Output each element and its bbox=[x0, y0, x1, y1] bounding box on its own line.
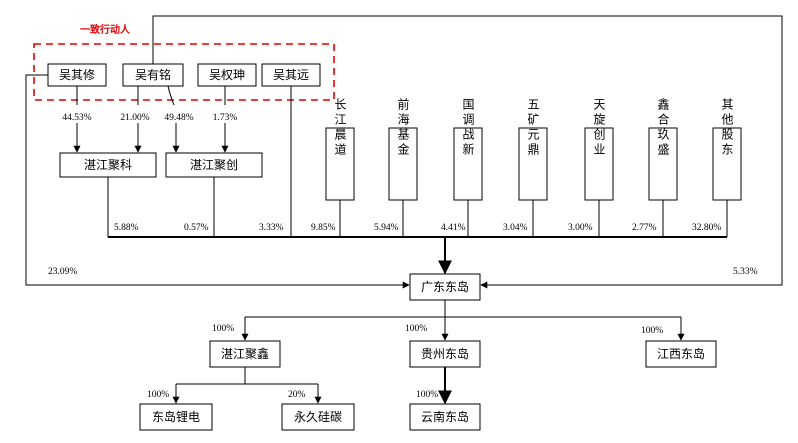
pct-label: 23.09% bbox=[48, 267, 77, 277]
company-dongdao-lidian: 东岛锂电 bbox=[139, 403, 213, 431]
subsidiary-label: 湛江聚鑫 bbox=[221, 346, 269, 361]
pct-label: 1.73% bbox=[213, 113, 238, 123]
shareholder-label: 长江晨道 bbox=[333, 98, 347, 158]
shareholder-wukuang-yuanding: 五矿元鼎 bbox=[518, 98, 548, 201]
company-zhanjiang-juxin: 湛江聚鑫 bbox=[209, 340, 281, 368]
person-wu-quanshen: 吴权珅 bbox=[197, 63, 257, 87]
pct-label: 44.53% bbox=[62, 113, 91, 123]
subsidiary-label: 江西东岛 bbox=[657, 346, 705, 361]
company-label: 湛江聚科 bbox=[84, 158, 132, 172]
company-jiangxi-dongdao: 江西东岛 bbox=[645, 340, 717, 368]
pct-label: 3.00% bbox=[568, 223, 593, 233]
concert-party-label: 一致行动人 bbox=[80, 23, 131, 36]
shareholder-label: 国调战新 bbox=[461, 98, 475, 158]
shareholder-label: 鑫合玖盛 bbox=[656, 97, 670, 158]
pct-label: 9.85% bbox=[311, 223, 336, 233]
shareholder-xinhe-jiusheng: 鑫合玖盛 bbox=[648, 97, 678, 201]
company-guizhou-dongdao: 贵州东岛 bbox=[409, 340, 481, 368]
shareholder-qianhai-fund: 前海基金 bbox=[388, 97, 418, 201]
person-wu-youming: 吴有铭 bbox=[122, 63, 184, 87]
pct-label: 100% bbox=[405, 324, 427, 334]
pct-label: 21.00% bbox=[120, 113, 149, 123]
pct-label: 100% bbox=[212, 324, 234, 334]
shareholder-guotiao-zhanxin: 国调战新 bbox=[453, 98, 483, 201]
percentage-labels: 44.53% 21.00% 49.48% 1.73% 5.88% 0.57% 3… bbox=[48, 113, 758, 400]
person-label: 吴有铭 bbox=[135, 67, 171, 82]
shareholder-tianxuan-chuangye: 天旋创业 bbox=[584, 98, 614, 201]
shareholder-others: 其他股东 bbox=[712, 98, 742, 201]
pct-label: 100% bbox=[641, 326, 663, 336]
subsidiary-label: 东岛锂电 bbox=[152, 409, 200, 424]
concert-party-boundary bbox=[33, 43, 335, 101]
pct-label: 32.80% bbox=[692, 223, 721, 233]
pct-label: 5.33% bbox=[733, 267, 758, 277]
person-label: 吴权珅 bbox=[209, 68, 245, 82]
shareholder-label: 其他股东 bbox=[720, 98, 734, 158]
shareholder-changjiang-chendao: 长江晨道 bbox=[325, 98, 355, 201]
pct-label: 100% bbox=[147, 390, 169, 400]
center-label: 广东东岛 bbox=[421, 279, 469, 294]
connectors-center-to-subsidiaries bbox=[172, 300, 685, 405]
connectors-persons-to-mid bbox=[73, 85, 229, 153]
company-guangdong-dongdao: 广东东岛 bbox=[409, 273, 481, 301]
pct-label: 0.57% bbox=[184, 223, 209, 233]
subsidiary-label: 贵州东岛 bbox=[421, 346, 469, 361]
company-zhanjiang-juchuang: 湛江聚创 bbox=[165, 152, 263, 178]
person-label: 吴其修 bbox=[59, 67, 95, 82]
connectors-to-center bbox=[25, 15, 783, 289]
shareholder-label: 天旋创业 bbox=[592, 98, 606, 158]
company-zhanjiang-juke: 湛江聚科 bbox=[59, 152, 157, 178]
pct-label: 5.88% bbox=[114, 223, 139, 233]
company-label: 湛江聚创 bbox=[190, 158, 238, 172]
pct-label: 3.33% bbox=[259, 223, 284, 233]
pct-label: 4.41% bbox=[441, 223, 466, 233]
shareholder-label: 前海基金 bbox=[396, 97, 410, 158]
person-label: 吴其远 bbox=[273, 68, 309, 82]
pct-label: 5.94% bbox=[374, 223, 399, 233]
company-yunnan-dongdao: 云南东岛 bbox=[409, 403, 481, 431]
person-wu-qixiu: 吴其修 bbox=[47, 63, 107, 87]
subsidiary-label: 永久硅碳 bbox=[294, 410, 342, 424]
pct-label: 20% bbox=[288, 390, 306, 400]
person-wu-qiyuan: 吴其远 bbox=[261, 63, 321, 87]
pct-label: 2.77% bbox=[632, 223, 657, 233]
pct-label: 49.48% bbox=[164, 113, 193, 123]
subsidiary-label: 云南东岛 bbox=[421, 409, 469, 424]
shareholder-label: 五矿元鼎 bbox=[526, 98, 540, 158]
company-yongjiu-guitan: 永久硅碳 bbox=[281, 403, 355, 431]
pct-label: 3.04% bbox=[503, 223, 528, 233]
pct-label: 100% bbox=[416, 390, 438, 400]
